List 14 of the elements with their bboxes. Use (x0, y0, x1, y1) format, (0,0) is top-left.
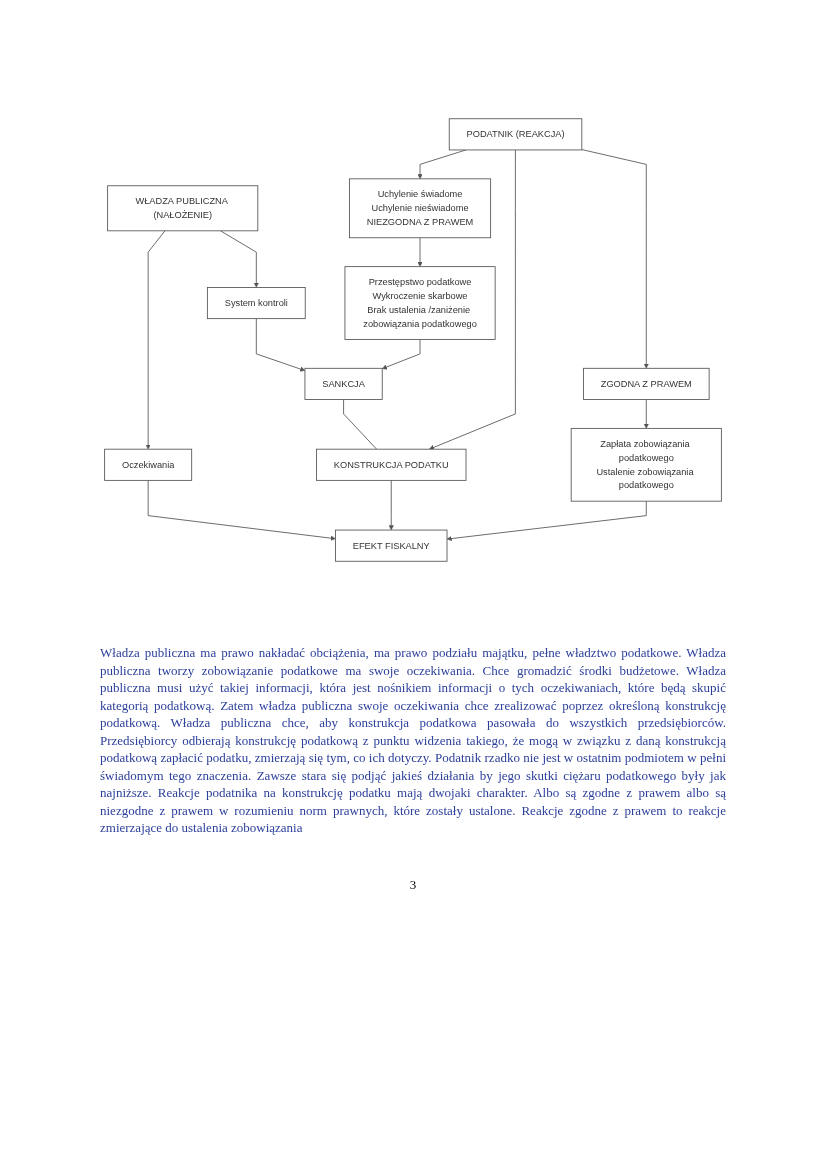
node-box: EFEKT FISKALNY (335, 529, 448, 562)
node-box: ZGODNA Z PRAWEM (582, 367, 710, 400)
node-box: SANKCJA (304, 367, 383, 400)
node-box: WŁADZA PUBLICZNA (NAŁOŻENIE) (107, 185, 259, 232)
connector (343, 399, 378, 450)
node-box: Oczekiwania (104, 448, 193, 481)
node-box: Zapłata zobowiązania podatkowego Ustalenie zobowiązania podatkowego (570, 427, 722, 502)
node-box: Przestępstwo podatkowe Wykroczenie skarbowe Brak ustalenia /zaniżenie zobowiązania podatkowego (344, 266, 496, 340)
node-box: PODATNIK (REAKCJA) (448, 118, 583, 151)
node-box: System kontroli (206, 287, 306, 320)
node-box: Uchylenie świadome Uchylenie nieświadome NIEZGODNA Z PRAWEM (349, 178, 492, 239)
node-box: KONSTRUKCJA PODATKU (316, 448, 467, 481)
body-paragraph: Władza publiczna ma prawo nakładać obciążenia, ma prawo podziału majątku, pełne władztwo podatkowe. Władza publiczna tworzy zobowiązanie podatkowe ma swoje oczekiwania. Chce gromadzić środki budżetowe. Władza publiczna musi użyć takiej informacji, która jest nośnikiem informacji o tych oczekiwaniach, które będą skupić kategorią podatkową. Zatem władza publiczna swoje oczekiwania chce zrealizować poprzez określoną konstrukcję podatkową. Władza publiczna chce, aby konstrukcja podatkowa pasowała do wszystkich przedsiębiorców. Przedsiębiorcy odbierają konstrukcję podatkową z punktu widzenia takiego, że mogą w związku z daną konstrukcją podatkową zapłacić podatku, zmierzają się tym, co ich dotyczy. Podatnik rzadko nie jest w ostatnim podmiotem w pełni świadomym tego znaczenia. Zawsze stara się podjąć jakieś działania by jego skutki ciężaru podatkowego były jak najniższe. Reakcje podatnika na konstrukcję podatku mają dwojaki charakter. Albo są zgodne z prawem albo są niezgodne z prawem w rozumieniu norm prawnych, które zostały ustalone. Reakcje zgodne z prawem to reakcje zmierzające do ustalenia zobowiązania (100, 644, 726, 837)
page-number: 3 (409, 877, 417, 893)
